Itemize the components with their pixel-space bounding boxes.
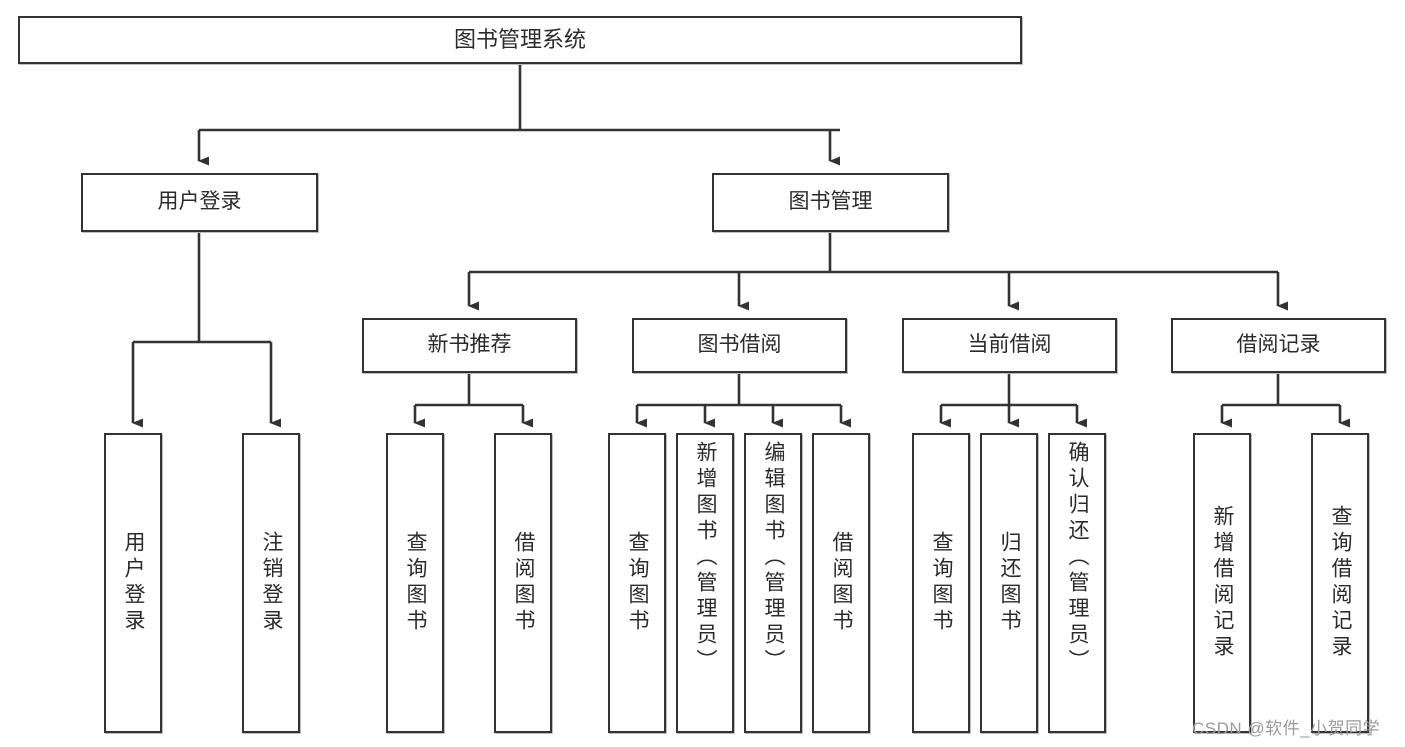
leaf-query-book-1[interactable]: 查询图书 [386,433,444,733]
node-label: 查询图书 [930,531,954,635]
watermark: CSDN @软件_小贺同学 [1192,719,1381,738]
leaf-edit-book[interactable]: 编辑图书（管理员） [744,433,802,733]
leaf-add-record[interactable]: 新增借阅记录 [1193,433,1251,733]
node-book-manage[interactable]: 图书管理 [712,173,949,232]
node-label: 借阅图书 [512,531,536,635]
node-label: 当前借阅 [967,333,1052,357]
node-current-borrow[interactable]: 当前借阅 [902,318,1117,373]
node-user-login[interactable]: 用户登录 [81,173,318,232]
node-root-system[interactable]: 图书管理系统 [18,16,1022,64]
node-label: 用户登录 [122,531,146,635]
node-label: 用户登录 [157,190,242,214]
leaf-query-book-3[interactable]: 查询图书 [912,433,970,733]
node-label: 图书管理系统 [453,27,586,53]
leaf-return-book[interactable]: 归还图书 [980,433,1038,733]
leaf-user-login[interactable]: 用户登录 [104,433,162,733]
node-label: 注销登录 [260,531,284,635]
leaf-borrow-book-1[interactable]: 借阅图书 [494,433,552,733]
node-label: 借阅记录 [1236,333,1321,357]
leaf-borrow-book-2[interactable]: 借阅图书 [812,433,870,733]
leaf-add-book[interactable]: 新增图书（管理员） [676,433,734,733]
leaf-query-book-2[interactable]: 查询图书 [608,433,666,733]
node-label: 确认归还（管理员） [1066,441,1090,675]
node-label: 借阅图书 [830,531,854,635]
leaf-logout[interactable]: 注销登录 [242,433,300,733]
leaf-query-record[interactable]: 查询借阅记录 [1311,433,1369,733]
node-label: 新增图书（管理员） [694,441,718,675]
node-label: 图书管理 [788,190,873,214]
node-label: 查询借阅记录 [1329,505,1353,661]
node-label: 查询图书 [404,531,428,635]
node-book-borrow[interactable]: 图书借阅 [632,318,847,373]
node-label: 图书借阅 [697,333,782,357]
node-label: 编辑图书（管理员） [762,441,786,675]
node-label: 新书推荐 [427,333,512,357]
node-new-book-recommend[interactable]: 新书推荐 [362,318,577,373]
node-label: 新增借阅记录 [1211,505,1235,661]
node-borrow-record[interactable]: 借阅记录 [1171,318,1386,373]
node-label: 归还图书 [998,531,1022,635]
node-label: 查询图书 [626,531,650,635]
leaf-confirm-return[interactable]: 确认归还（管理员） [1048,433,1106,733]
